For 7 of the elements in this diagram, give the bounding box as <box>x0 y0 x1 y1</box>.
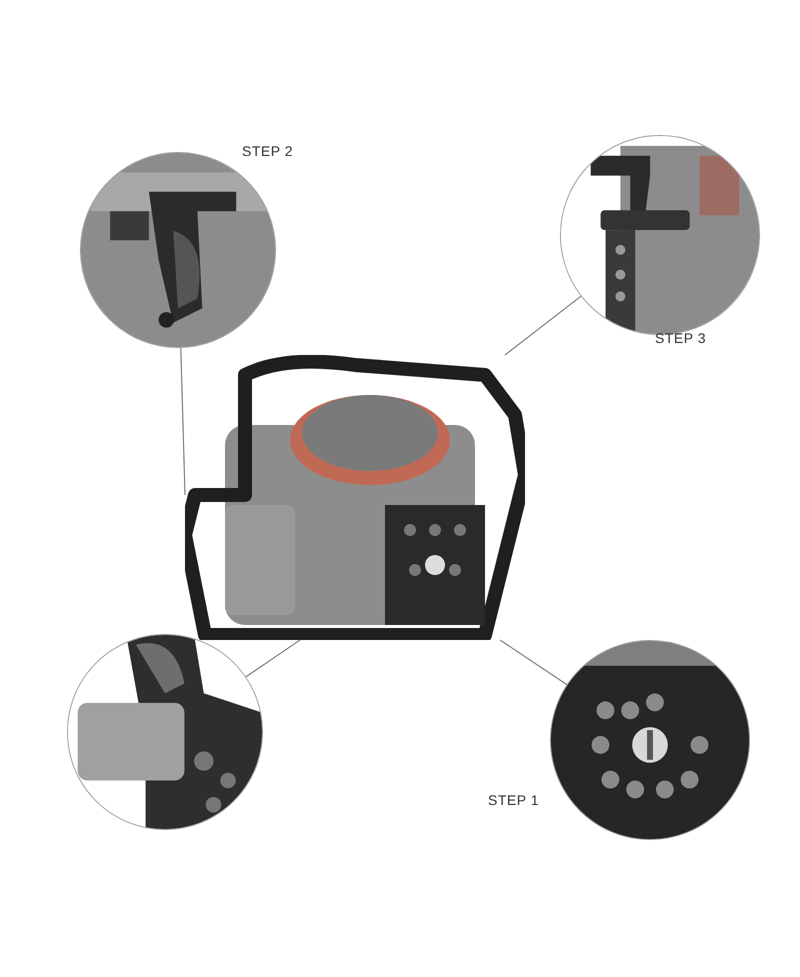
leader-line <box>245 640 300 678</box>
leader-line <box>180 347 186 496</box>
step-label: STEP 1 <box>488 792 539 808</box>
leader-line <box>500 640 568 686</box>
leader-line <box>504 296 582 356</box>
step-label: STEP 3 <box>655 330 706 346</box>
step-label: STEP 2 <box>242 143 293 159</box>
